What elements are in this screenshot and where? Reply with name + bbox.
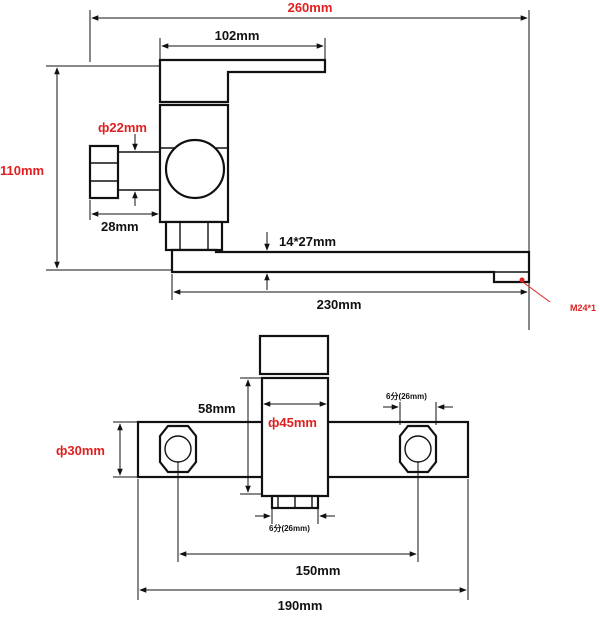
height-label: 110mm: [0, 163, 44, 178]
inlet-diameter-dimension: ф30mm: [56, 421, 138, 478]
inlet-diameter-label: ф30mm: [56, 443, 105, 458]
spout-thickness-dimension: 14*27mm: [264, 232, 336, 290]
bottom-outlet: [270, 494, 320, 510]
right-inlet: [398, 424, 438, 474]
central-body: [260, 376, 330, 498]
body-diameter-label: ф45mm: [268, 415, 317, 430]
outlet-thread-callout: M24*1: [519, 277, 596, 313]
inlet-length-label: 28mm: [101, 219, 139, 234]
spout-thickness-label: 14*27mm: [279, 234, 336, 249]
side-view: 260mm 102mm 110mm: [0, 0, 596, 330]
body-height-dimension: 58mm: [198, 377, 262, 495]
inlet-hex-nut: [88, 144, 120, 200]
bottom-hex-nut: [164, 220, 224, 252]
overall-length-label: 260mm: [288, 0, 333, 15]
inlet-thread-label: 6分(26mm): [386, 391, 427, 401]
inlet-length-dimension: 28mm: [89, 200, 161, 234]
overall-width-dimension: 190mm: [137, 479, 469, 613]
valve-knob: [164, 138, 226, 200]
pipe-diameter-dimension: ф22mm: [98, 120, 147, 206]
outlet-thread-label: 6分(26mm): [269, 523, 310, 533]
inlet-spacing-dimension: 150mm: [177, 462, 419, 578]
handle-lever: [158, 58, 327, 104]
outlet-thread-label: M24*1: [570, 303, 596, 313]
top-cap: [258, 334, 330, 376]
spout-length-dimension: 230mm: [171, 274, 528, 312]
spout-pipe: [170, 248, 531, 284]
inlet-spacing-label: 150mm: [296, 563, 341, 578]
body-height-label: 58mm: [198, 401, 236, 416]
outlet-thread-dimension: 6分(26mm): [255, 508, 335, 533]
handle-length-label: 102mm: [215, 28, 260, 43]
front-view: 58mm ф45mm 6分(26mm) ф30mm 6分: [56, 334, 470, 613]
height-dimension: 110mm: [0, 65, 175, 271]
handle-length-dimension: 102mm: [159, 28, 326, 60]
spout-length-label: 230mm: [317, 297, 362, 312]
inlet-thread-dimension: 6分(26mm): [383, 391, 453, 425]
overall-width-label: 190mm: [278, 598, 323, 613]
overall-length-dimension: 260mm: [89, 0, 530, 330]
pipe-diameter-label: ф22mm: [98, 120, 147, 135]
body-diameter-dimension: ф45mm: [263, 401, 327, 430]
